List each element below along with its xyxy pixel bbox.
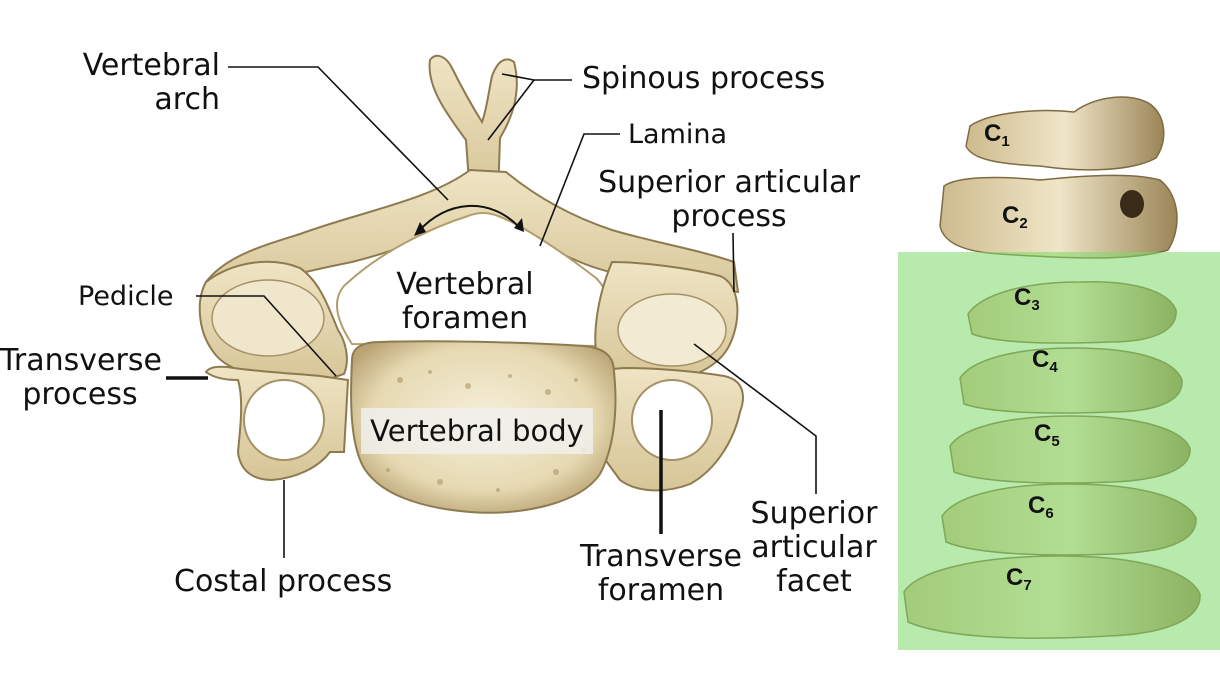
c2-bone bbox=[939, 174, 1178, 259]
level-label-c6: C6 bbox=[1028, 492, 1054, 522]
label-superior-articular-facet: Superior articular facet bbox=[742, 497, 886, 599]
left-transverse-foramen-shape bbox=[243, 379, 325, 461]
level-label-c7: C7 bbox=[1006, 564, 1032, 594]
label-costal-process: Costal process bbox=[174, 564, 393, 599]
c1-bone bbox=[965, 96, 1165, 171]
label-tp-line2: process bbox=[22, 377, 138, 412]
label-sap-line1: Superior articular bbox=[598, 165, 860, 200]
label-tp-line1: Transverse bbox=[0, 343, 162, 378]
left-facet-shape bbox=[211, 279, 325, 357]
label-vertebral-arch: Vertebral arch bbox=[60, 49, 220, 117]
label-saf-line3: facet bbox=[776, 564, 852, 599]
level-label-c1: C1 bbox=[984, 120, 1010, 150]
label-transverse-foramen: Transverse foramen bbox=[578, 540, 744, 608]
right-transverse-foramen-shape bbox=[631, 379, 713, 461]
label-vertebral-arch-line2: arch bbox=[154, 82, 220, 117]
level-label-c4: C4 bbox=[1032, 346, 1058, 376]
level-label-c3: C3 bbox=[1014, 284, 1040, 314]
cervical-spine-lateral bbox=[898, 96, 1220, 650]
arch-arrow-head-left bbox=[414, 222, 426, 236]
level-label-c2: C2 bbox=[1002, 202, 1028, 232]
spinous-process-shape bbox=[428, 54, 518, 197]
label-vertebral-arch-line1: Vertebral bbox=[82, 48, 220, 83]
label-saf-line1: Superior bbox=[750, 496, 878, 531]
level-label-c5: C5 bbox=[1034, 420, 1060, 450]
label-saf-line2: articular bbox=[751, 530, 877, 565]
label-tf-line1: Transverse bbox=[580, 539, 742, 574]
label-spinous-process: Spinous process bbox=[582, 61, 826, 96]
label-sap-line2: process bbox=[671, 199, 787, 234]
leader-lines bbox=[196, 66, 817, 558]
label-pedicle: Pedicle bbox=[78, 281, 174, 312]
label-lamina: Lamina bbox=[628, 119, 728, 150]
label-vertebral-body: Vertebral body bbox=[361, 408, 593, 454]
highlight-region bbox=[898, 252, 1220, 650]
vertebra-superior-view bbox=[198, 54, 744, 514]
label-superior-articular-process: Superior articular process bbox=[588, 166, 870, 234]
label-transverse-process: Transverse process bbox=[0, 343, 162, 412]
arch-arrow bbox=[417, 205, 521, 233]
label-vertebral-foramen: Vertebral foramen bbox=[380, 268, 550, 336]
label-tf-line2: foramen bbox=[597, 573, 725, 608]
arch-arrow-head-right bbox=[514, 218, 524, 232]
label-vf-line1: Vertebral bbox=[396, 267, 534, 302]
label-vf-line2: foramen bbox=[401, 301, 529, 336]
